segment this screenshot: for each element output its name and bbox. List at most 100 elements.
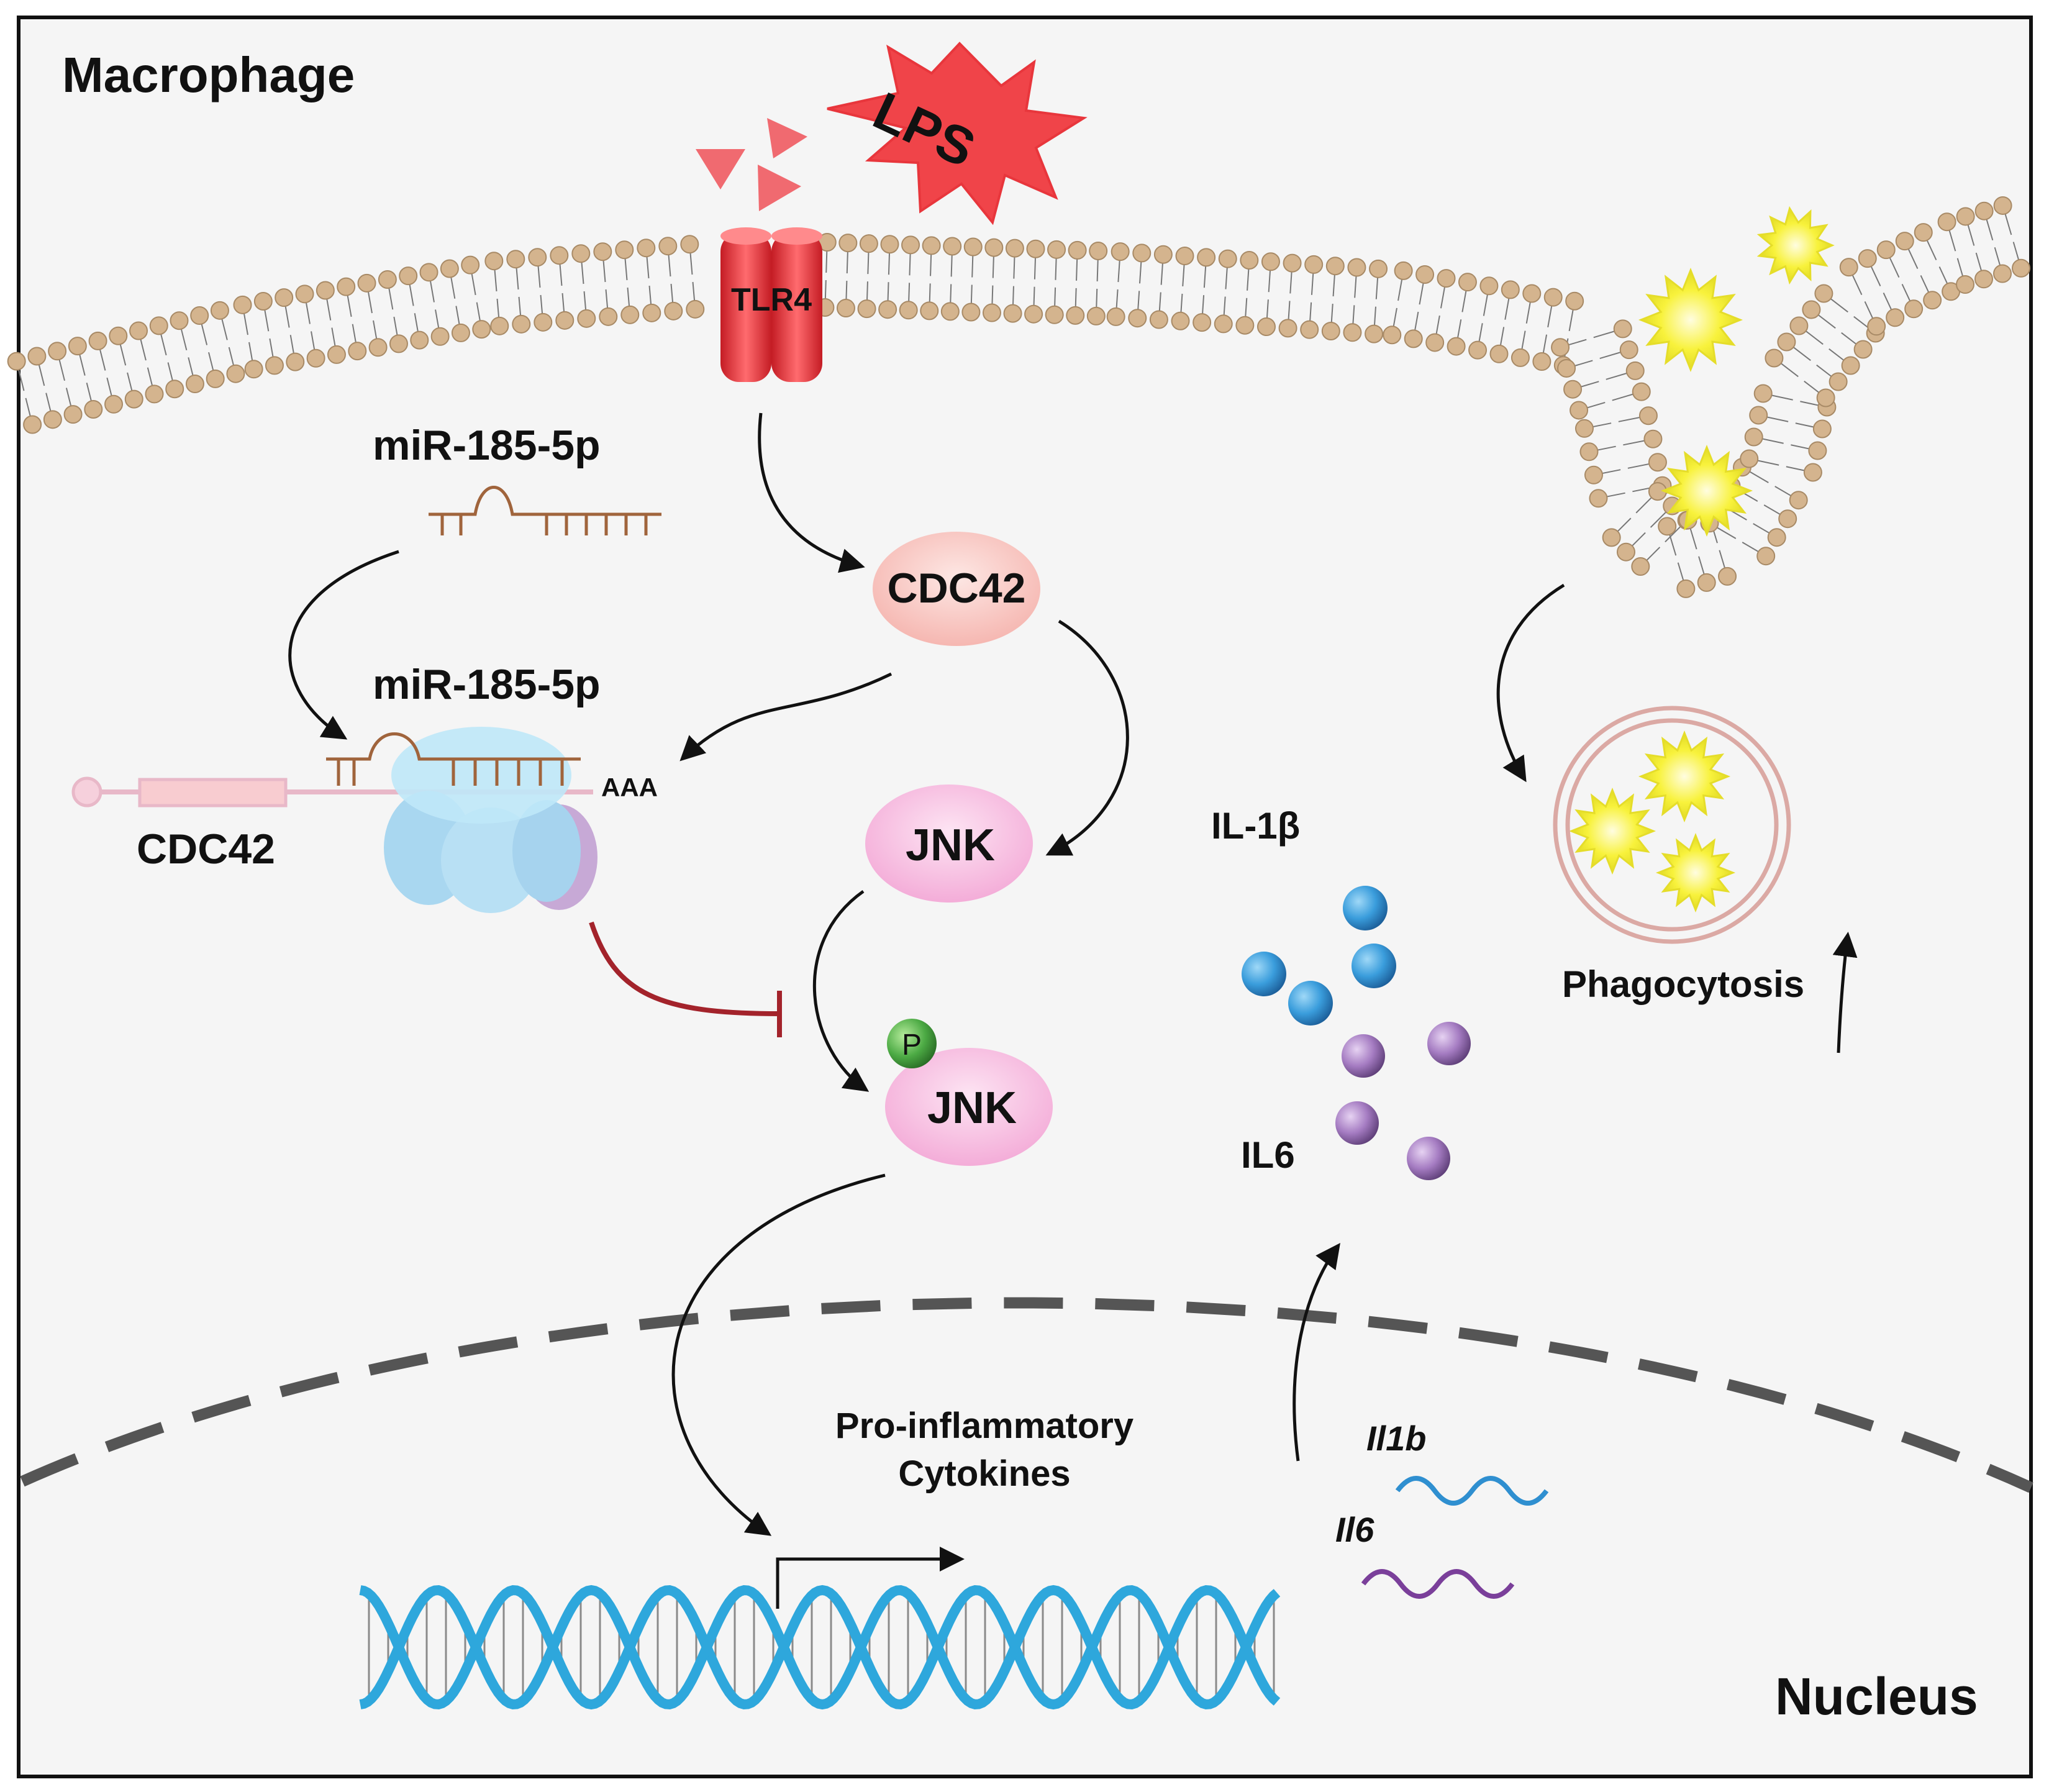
lipid-head — [1005, 239, 1024, 258]
lipid-head — [451, 323, 470, 342]
lipid-head — [1489, 344, 1509, 363]
lipid-head — [1214, 314, 1233, 334]
lipid-head — [1814, 284, 1833, 303]
lipid-head — [48, 342, 67, 361]
dna-strand — [359, 1585, 1281, 1710]
lipid-head — [23, 415, 42, 434]
lipid-head — [170, 311, 189, 330]
lipid-head — [1468, 340, 1488, 360]
lipid-head — [1522, 284, 1542, 303]
lipid-head — [1045, 305, 1064, 324]
tlr4-receptor: TLR4 — [720, 227, 822, 382]
arrow-tlr4-to-cdc42 — [758, 412, 865, 573]
jnk-protein: JNK — [865, 785, 1033, 903]
lipid-head — [577, 309, 596, 328]
lipid-head — [686, 299, 705, 319]
lipid-head — [43, 410, 62, 429]
lipid-head — [1974, 201, 1994, 221]
lipid-head — [920, 301, 939, 321]
lipid-head — [1658, 517, 1677, 536]
lipid-head — [593, 242, 612, 262]
phosphate-label: P — [902, 1029, 922, 1062]
lipid-head — [1914, 223, 1933, 242]
lipid-head — [880, 235, 899, 254]
tlr4-label: TLR4 — [731, 282, 812, 318]
lipid-head — [961, 302, 981, 322]
lipid-head — [512, 314, 531, 334]
lipid-head — [943, 237, 962, 256]
lipid-head — [658, 237, 678, 256]
lipid-head — [1132, 243, 1152, 263]
lipid-head — [1777, 332, 1796, 352]
lipid-head — [857, 299, 876, 319]
lipid-head — [1956, 275, 1974, 294]
phagosome — [1553, 706, 1791, 944]
lipid-head — [1543, 288, 1563, 307]
il6-molecule — [1335, 1101, 1379, 1145]
il6-gene-label: Il6 — [1335, 1510, 1374, 1549]
lipid-head — [1937, 212, 1956, 232]
il6-molecules — [1335, 1022, 1471, 1180]
jnk-label: JNK — [906, 821, 995, 870]
lipid-head — [1867, 317, 1886, 336]
lipid-head — [7, 352, 26, 371]
lipid-head — [1789, 316, 1809, 335]
lipid-head — [1778, 509, 1797, 529]
il6-molecule — [1427, 1022, 1471, 1065]
lipid-head — [1749, 406, 1768, 425]
lipid-head — [1153, 245, 1173, 264]
arrow-cdc42-to-mrna — [679, 672, 893, 762]
lipid-head — [1551, 338, 1570, 357]
lipid-head — [550, 246, 569, 265]
lipid-head — [1631, 557, 1650, 576]
lipid-head — [244, 360, 263, 379]
lipid-head — [1437, 269, 1456, 288]
lipid-head — [430, 327, 450, 346]
lipid-head — [1858, 249, 1877, 268]
lipid-head — [1740, 449, 1759, 468]
lipid-head — [88, 331, 107, 350]
il6-molecule — [1407, 1137, 1450, 1180]
lipid-head — [1767, 528, 1786, 547]
lipid-head — [1149, 310, 1168, 329]
arrow-pjnk-to-dna — [671, 1173, 886, 1536]
lipid-head — [206, 369, 225, 388]
lipid-head — [1068, 240, 1087, 260]
lipid-head — [124, 389, 143, 409]
pathogen-icon — [1660, 444, 1753, 537]
lipid-head — [1744, 427, 1763, 447]
lipid-head — [389, 334, 408, 353]
lipid-head — [1404, 329, 1423, 348]
lipid-head — [1613, 319, 1632, 339]
lipid-head — [63, 405, 83, 424]
il6-molecule — [1342, 1034, 1385, 1078]
lipid-head — [410, 330, 429, 350]
lipid-head — [1066, 306, 1085, 325]
lipid-head — [1193, 313, 1212, 332]
arrow-cdc42-to-jnk — [1045, 619, 1129, 856]
lipid-head — [1584, 465, 1603, 484]
lipid-head — [1383, 325, 1402, 345]
lipid-head — [368, 338, 388, 357]
lipid-head — [1839, 258, 1858, 277]
lipid-head — [620, 305, 640, 324]
mirna-bound-strand — [326, 732, 581, 786]
lipid-head — [1697, 573, 1716, 592]
lipid-head — [1895, 232, 1914, 251]
lipid-head — [1632, 382, 1651, 401]
lipid-head — [1106, 307, 1125, 326]
lipid-head — [210, 301, 229, 320]
lipid-head — [1321, 321, 1340, 340]
mirna-free-strand — [429, 486, 661, 535]
cell-label: Macrophage — [62, 47, 355, 102]
lipid-head — [1625, 361, 1645, 380]
lipid-head — [233, 295, 252, 314]
lipid-head — [490, 316, 509, 335]
phospho-jnk-protein: JNK P — [885, 1019, 1053, 1166]
lipid-head — [84, 399, 103, 419]
phagocytosis-label: Phagocytosis — [1562, 963, 1804, 1005]
lipid-head — [1886, 308, 1905, 327]
lipid-head — [1841, 356, 1860, 375]
lipid-head — [275, 288, 294, 307]
cdc42-protein-label: CDC42 — [888, 565, 1026, 612]
